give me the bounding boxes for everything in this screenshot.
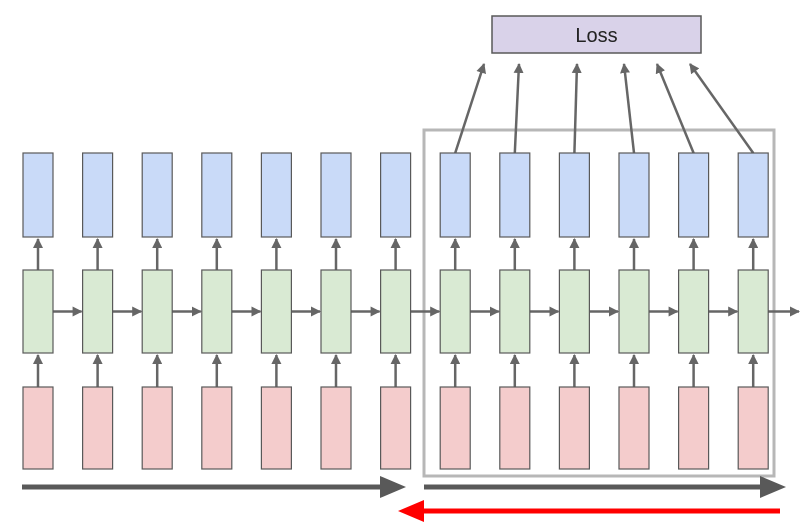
output-cell [380,152,412,238]
input-cell [499,386,531,470]
hidden-cell [81,269,114,354]
hidden-cell [201,269,233,354]
output-cell [558,152,591,238]
hidden-cell [22,269,54,354]
hidden-cell [380,269,412,354]
hidden-cell [737,269,769,354]
connectors [33,63,800,387]
input-cell [141,386,173,470]
output-cell [201,152,233,238]
hidden-cell [320,269,352,354]
output-to-loss-arrow [454,63,486,154]
output-to-loss-arrow [688,63,755,154]
input-cell [380,386,412,470]
output-to-loss-arrow [655,63,695,154]
output-cell [141,152,173,238]
input-cell [737,386,769,470]
input-cell [558,386,591,470]
input-cell [81,386,114,470]
hidden-cell [141,269,173,354]
input-cell [260,386,292,470]
timestep-cells [22,152,769,470]
hidden-cell [439,269,471,354]
output-cell [81,152,114,238]
input-cell [677,386,710,470]
output-cell [737,152,769,238]
output-cell [22,152,54,238]
forward-pass-arrow-2 [424,476,786,498]
input-cell [618,386,650,470]
output-cell [618,152,650,238]
output-cell [439,152,471,238]
output-to-loss-arrow [620,63,636,154]
output-cell [320,152,352,238]
output-to-loss-arrow [513,63,524,154]
loss-label: Loss [575,25,617,47]
input-cell [22,386,54,470]
backward-pass-arrow [398,500,780,522]
hidden-cell [499,269,531,354]
input-cell [320,386,352,470]
input-cell [201,386,233,470]
output-to-loss-arrow [571,63,582,154]
truncation-window [422,128,776,478]
output-cell [499,152,531,238]
hidden-cell [260,269,292,354]
input-cell [439,386,471,470]
hidden-cell [618,269,650,354]
output-cell [677,152,710,238]
forward-pass-arrow-1 [22,476,406,498]
loss-node: Loss [491,15,702,54]
output-cell [260,152,292,238]
loss-box [491,15,702,54]
hidden-cell [677,269,710,354]
hidden-cell [558,269,591,354]
